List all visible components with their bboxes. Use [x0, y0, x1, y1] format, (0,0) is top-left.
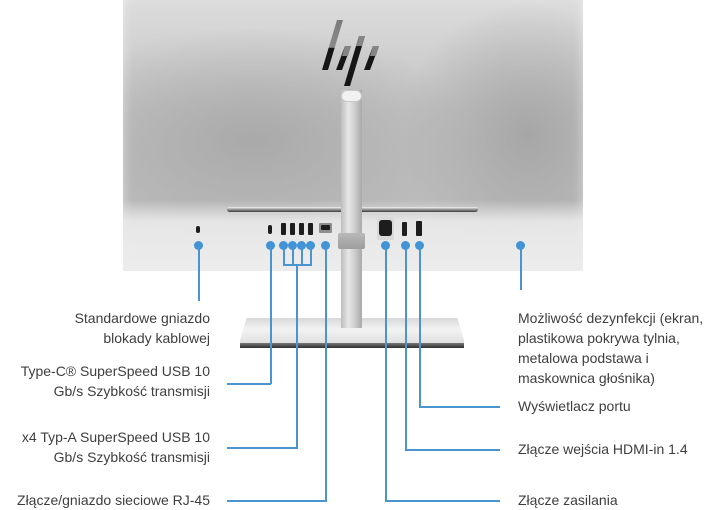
- callout-line-usba-h: [227, 447, 298, 449]
- hdmi-port: [402, 222, 407, 236]
- power-port: [377, 217, 394, 240]
- label-usba: x4 Typ-A SuperSpeed USB 10 Gb/s Szybkość…: [0, 427, 210, 467]
- stand-neck: [341, 90, 362, 328]
- label-power-line1: Złącze zasilania: [518, 492, 618, 508]
- callout-line-usba-stub2: [292, 245, 294, 265]
- label-hdmi: Złącze wejścia HDMI-in 1.4: [518, 439, 720, 459]
- callout-line-usbc-h: [227, 383, 271, 385]
- label-usbc-line2: Gb/s Szybkość transmisji: [53, 383, 210, 399]
- callout-line-displayport-h: [419, 406, 500, 408]
- callout-line-usba-stub1: [283, 245, 285, 265]
- usb-c-port: [268, 225, 272, 234]
- callout-line-displayport-v: [419, 245, 421, 407]
- label-usbc: Type-C® SuperSpeed USB 10 Gb/s Szybkość …: [0, 361, 210, 401]
- usb-a-port-2: [290, 223, 295, 235]
- callout-line-hdmi-v: [405, 245, 407, 450]
- label-disinfect-line1: Możliwość dezynfekcji (ekran,: [518, 310, 704, 326]
- label-lock-line1: Standardowe gniazdo: [74, 310, 210, 326]
- label-disinfect: Możliwość dezynfekcji (ekran, plastikowa…: [518, 308, 720, 388]
- callout-line-rj45-v: [325, 245, 327, 501]
- callout-line-lock: [198, 245, 200, 301]
- hp-logo-icon: [322, 20, 379, 86]
- label-rj45-line1: Złącze/gniazdo sieciowe RJ-45: [17, 492, 210, 508]
- label-usbc-line1: Type-C® SuperSpeed USB 10: [20, 363, 210, 379]
- usb-a-port-4: [308, 223, 313, 235]
- usb-a-port-1: [281, 223, 286, 235]
- callout-line-rj45-h: [227, 500, 327, 502]
- label-lock: Standardowe gniazdo blokady kablowej: [0, 308, 210, 348]
- label-power: Złącze zasilania: [518, 490, 720, 510]
- label-rj45: Złącze/gniazdo sieciowe RJ-45: [0, 490, 210, 510]
- label-disinfect-line2: plastikowa pokrywa tylnia,: [518, 330, 680, 346]
- displayport-port: [416, 221, 422, 236]
- callout-line-power-v: [385, 245, 387, 501]
- callout-line-disinfect: [520, 245, 522, 290]
- label-usba-line2: Gb/s Szybkość transmisji: [53, 449, 210, 465]
- stand-base-edge: [240, 343, 464, 348]
- lock-slot: [196, 226, 200, 233]
- label-displayport-line1: Wyświetlacz portu: [518, 398, 631, 414]
- cable-clip: [338, 233, 365, 249]
- label-hdmi-line1: Złącze wejścia HDMI-in 1.4: [518, 441, 688, 457]
- label-usba-line1: x4 Typ-A SuperSpeed USB 10: [21, 429, 210, 445]
- callout-line-usbc-v: [270, 245, 272, 384]
- label-lock-line2: blokady kablowej: [103, 330, 210, 346]
- callout-line-usba-stub4: [310, 245, 312, 265]
- callout-line-hdmi-h: [405, 449, 500, 451]
- usb-a-port-3: [299, 223, 304, 235]
- callout-line-power-h: [385, 500, 500, 502]
- callout-line-usba-v: [296, 264, 298, 448]
- label-disinfect-line4: maskownica głośnika): [518, 370, 655, 386]
- stand-neck-cap: [341, 90, 362, 102]
- callout-line-usba-stub3: [301, 245, 303, 265]
- label-displayport: Wyświetlacz portu: [518, 396, 720, 416]
- label-disinfect-line3: metalowa podstawa i: [518, 350, 649, 366]
- rj45-port: [319, 223, 332, 233]
